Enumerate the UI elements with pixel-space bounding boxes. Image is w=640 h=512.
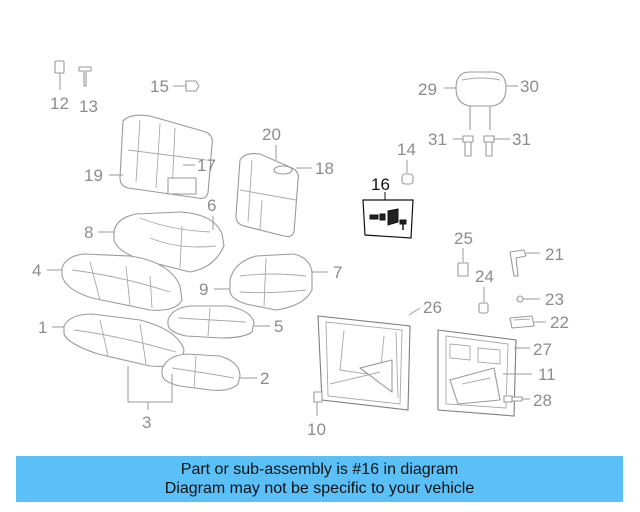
callout-26: 26	[423, 298, 442, 317]
callout-9: 9	[199, 280, 208, 299]
banner-line-2: Diagram may not be specific to your vehi…	[164, 480, 475, 497]
callout-18: 18	[315, 159, 334, 178]
callout-7: 7	[333, 263, 342, 282]
callout-15: 15	[150, 77, 169, 96]
callout-3: 3	[142, 413, 151, 432]
callout-10: 10	[307, 420, 326, 439]
part-14-bushing	[401, 160, 414, 185]
callout-5: 5	[274, 317, 283, 336]
part-8-seat-cushion	[113, 211, 225, 273]
callout-22: 22	[550, 313, 569, 332]
part-31-guide-left	[462, 135, 474, 157]
callout-4: 4	[32, 261, 41, 280]
part-28-bolt	[503, 395, 523, 403]
part-12-clip	[54, 60, 65, 90]
part-25-clip	[457, 248, 469, 277]
part-1-seat-frame	[63, 313, 185, 367]
callout-12: 12	[50, 94, 69, 113]
callout-19: 19	[84, 166, 103, 185]
callout-31-left: 31	[428, 130, 447, 149]
part-26-seat-back-frame	[313, 315, 411, 411]
callout-20: 20	[262, 125, 281, 144]
part-7-seat-cushion	[229, 253, 313, 311]
part-15-clip	[173, 80, 200, 92]
part-23-screw	[516, 295, 530, 303]
part-19-seat-back	[119, 114, 213, 199]
callout-16: 16	[371, 175, 390, 194]
part-21-hook	[509, 249, 527, 277]
callout-14: 14	[397, 140, 416, 159]
part-4-cushion-frame	[61, 253, 183, 311]
callout-1: 1	[38, 318, 47, 337]
callout-8: 8	[84, 223, 93, 242]
part-22-cover	[509, 315, 535, 329]
banner-line-1: Part or sub-assembly is #16 in diagram	[180, 461, 459, 478]
part-5-pad	[167, 305, 255, 339]
callout-13: 13	[79, 97, 98, 116]
callout-17: 17	[197, 156, 216, 175]
callout-29: 29	[418, 80, 437, 99]
part-18-seat-back	[235, 153, 299, 238]
callout-21: 21	[545, 245, 564, 264]
part-31-guide-right	[483, 135, 495, 157]
part-13-pin	[78, 66, 92, 87]
parts-diagram: 12 13 15 19 17 20 18 14	[32, 60, 569, 439]
callout-25: 25	[454, 229, 473, 248]
callout-6: 6	[207, 196, 216, 215]
callout-27: 27	[533, 340, 552, 359]
part-16-hardware-kit	[362, 199, 414, 239]
callout-23: 23	[545, 290, 564, 309]
callout-2: 2	[260, 369, 269, 388]
part-2-lower-frame	[161, 353, 241, 391]
callout-28: 28	[533, 391, 552, 410]
callout-31-right: 31	[512, 130, 531, 149]
part-29-headrest	[455, 71, 507, 130]
callout-11: 11	[538, 365, 556, 384]
info-banner: Part or sub-assembly is #16 in diagram D…	[16, 456, 623, 502]
callout-24: 24	[475, 267, 494, 286]
part-24-plug	[478, 287, 489, 314]
part-27-seat-back-frame	[437, 329, 517, 417]
callout-30: 30	[520, 77, 539, 96]
